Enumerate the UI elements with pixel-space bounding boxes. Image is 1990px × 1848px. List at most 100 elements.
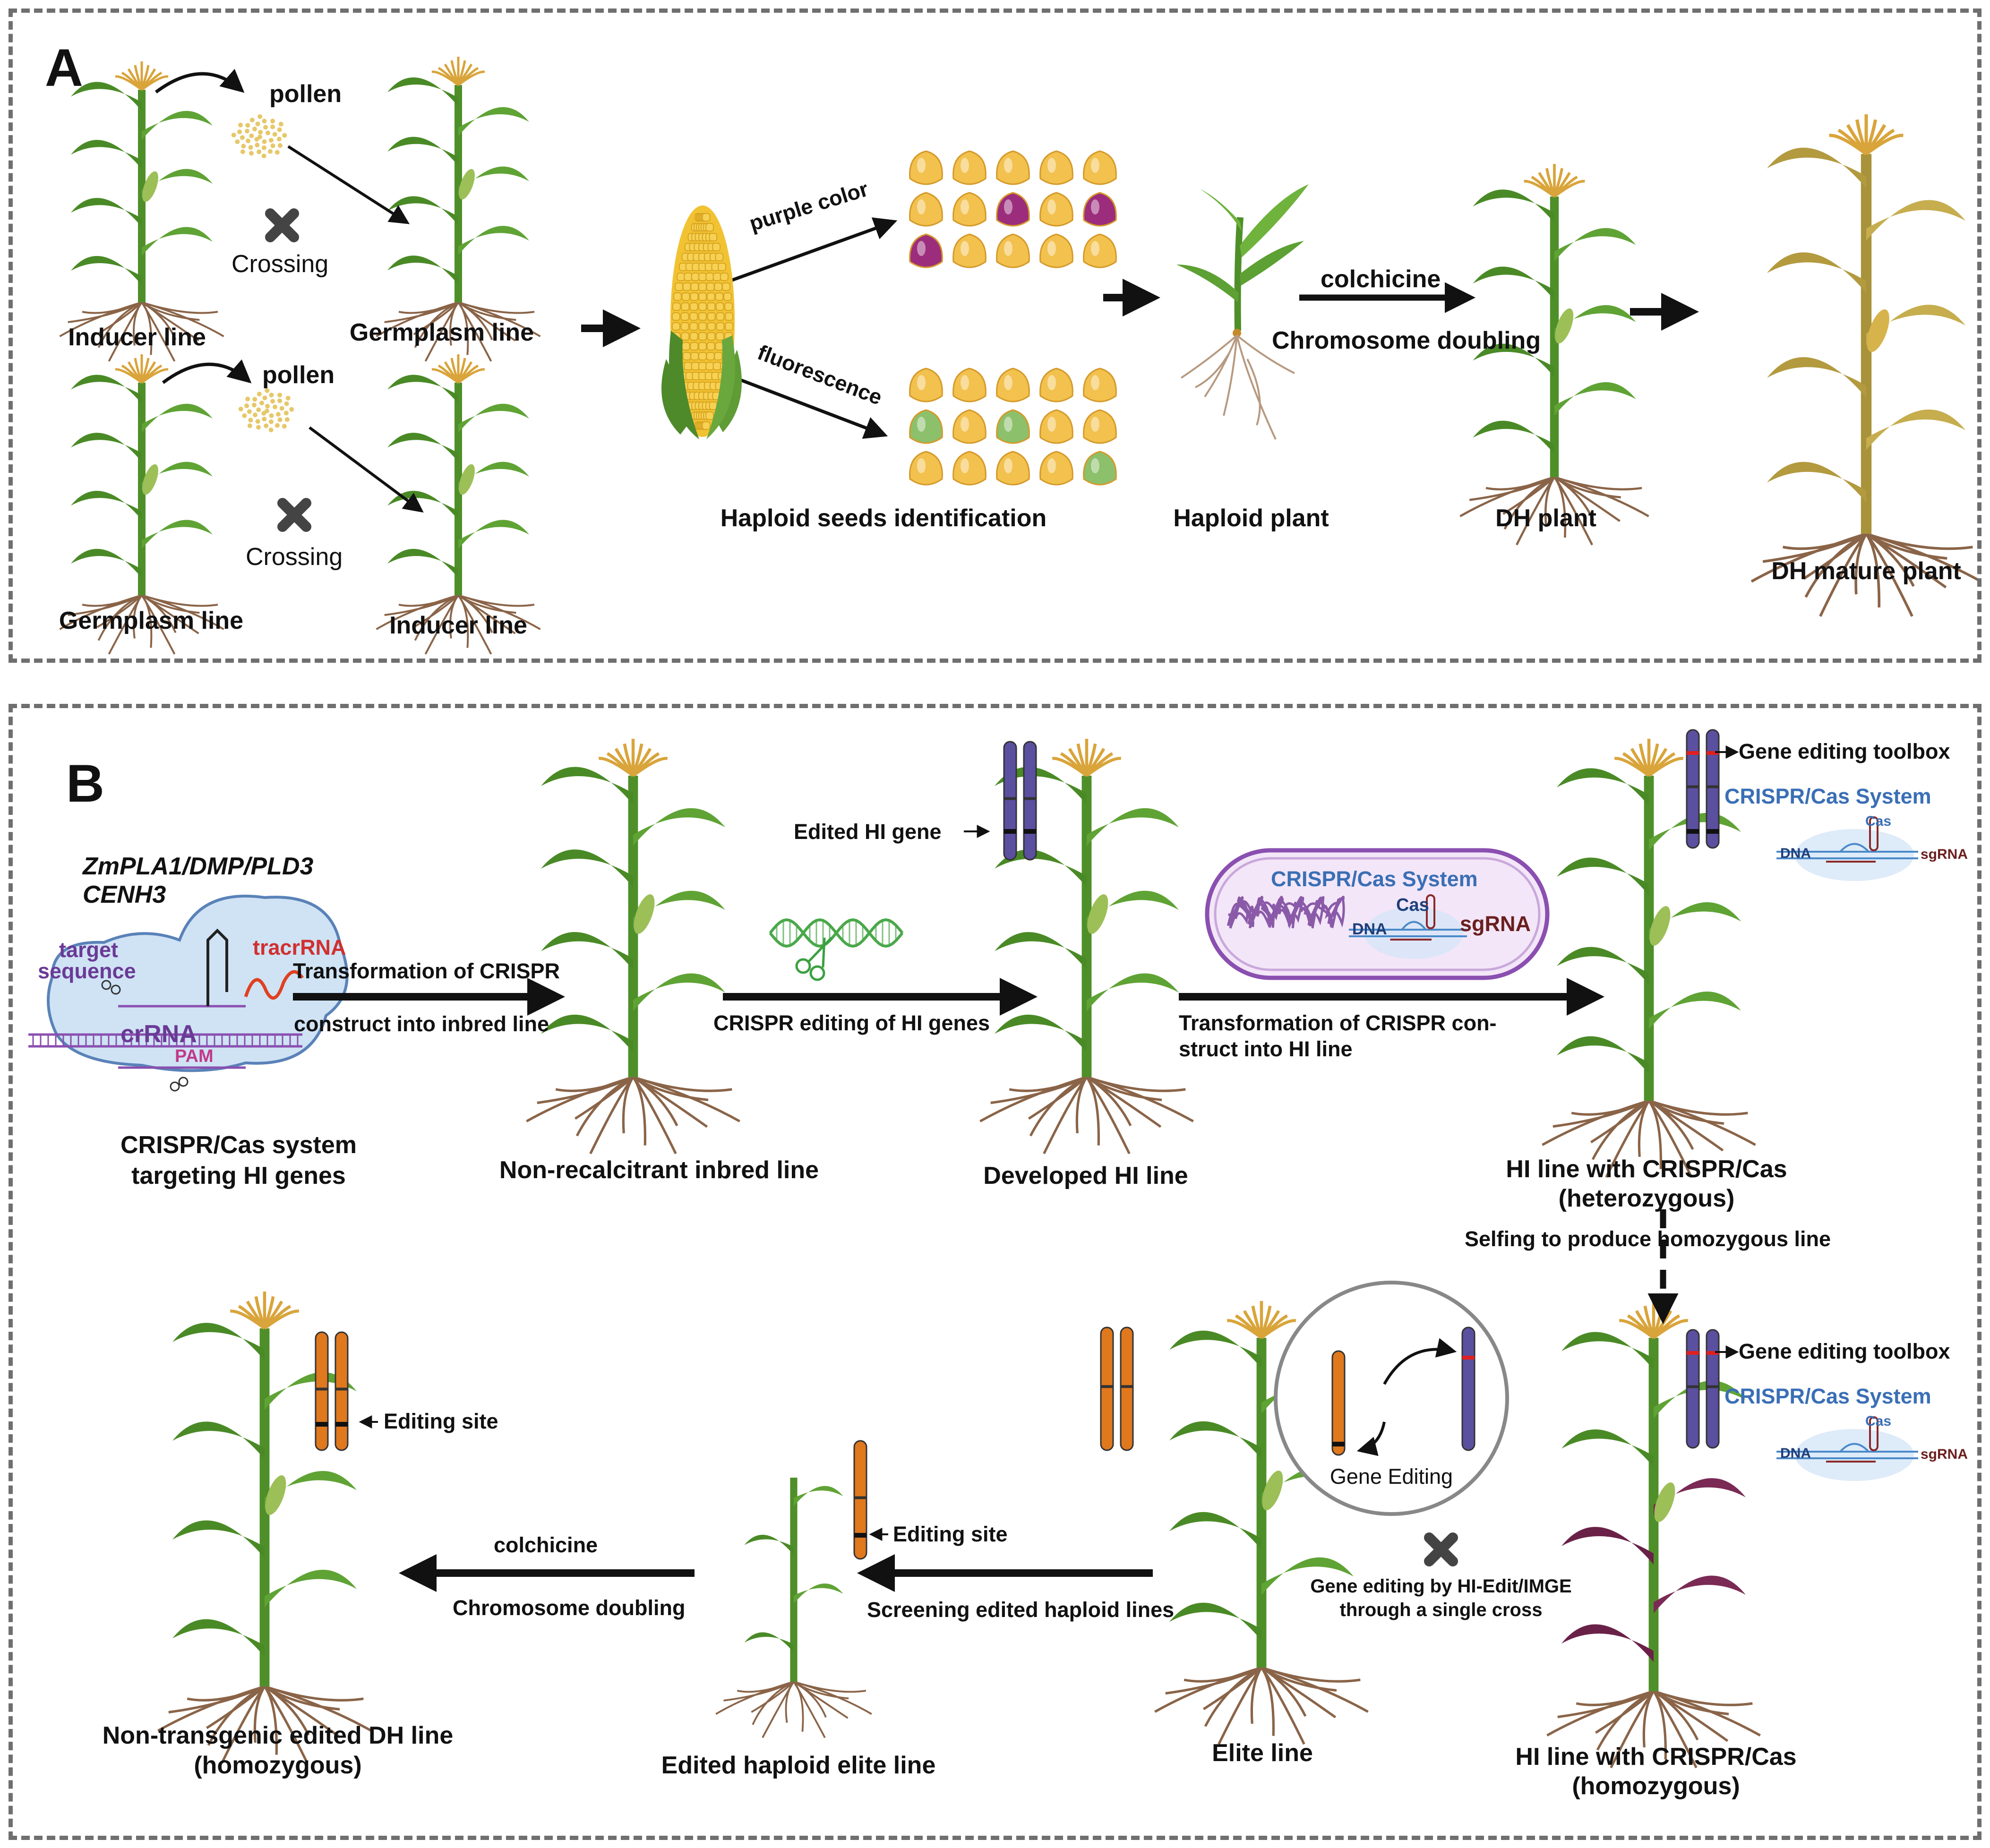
cross-icon-top xyxy=(265,208,299,242)
arrow-purple-color xyxy=(722,217,898,285)
crispr-system-label-2: targeting HI genes xyxy=(131,1162,346,1189)
panel-b-letter: B xyxy=(66,754,104,813)
seed-grid-fluorescence xyxy=(909,368,1117,486)
arrow-pollen-to-inducer xyxy=(309,426,424,513)
pollen-label-top: pollen xyxy=(269,80,342,108)
transformation-label-1: Transformation of CRISPR xyxy=(293,959,560,983)
pollen-label-bottom: pollen xyxy=(262,361,335,389)
transformation-label-2: construct into inbred line xyxy=(294,1012,549,1036)
inducer-line-top-label: Inducer line xyxy=(68,324,206,351)
plant-germplasm-bottom xyxy=(59,354,224,655)
sgrna-label-top: sgRNA xyxy=(1921,847,1968,862)
chromosome-pair-dh xyxy=(315,1331,349,1451)
panel-b-border xyxy=(9,704,1981,1840)
cell-sgrna-label: sgRNA xyxy=(1460,912,1531,936)
toolbox-label-top: Gene editing toolbox xyxy=(1739,739,1950,763)
panel-b-illustration xyxy=(28,729,1918,1769)
cross-icon-bottom xyxy=(277,498,311,532)
dna-label-top: DNA xyxy=(1780,846,1811,861)
plant-inducer-top xyxy=(59,61,224,362)
toolbox-label-bottom: Gene editing toolbox xyxy=(1739,1339,1950,1363)
scissors-icon-complex xyxy=(101,980,189,1092)
cell-title: CRISPR/Cas System xyxy=(1271,867,1478,891)
dh-plant-label: DH plant xyxy=(1495,505,1596,532)
crispr-system-label-1: CRISPR/Cas system xyxy=(120,1131,357,1159)
sgrna-label-bottom: sgRNA xyxy=(1921,1446,1968,1462)
chromosome-pair-toolbox-hom xyxy=(1686,1329,1720,1449)
selfing-label: Selfing to produce homozygous line xyxy=(1465,1227,1831,1251)
cross-icon-b xyxy=(1424,1532,1458,1566)
inducer-line-bottom-label: Inducer line xyxy=(389,612,527,639)
editing-site-mid-label: Editing site xyxy=(893,1522,1008,1546)
plant-dh xyxy=(1459,164,1649,546)
cas-label-top: Cas xyxy=(1865,813,1892,829)
panel-a-border xyxy=(9,9,1981,663)
chromosome-pair-elite xyxy=(1100,1326,1134,1451)
plant-dh-mature xyxy=(1750,114,1982,617)
dna-label-bottom: DNA xyxy=(1780,1446,1811,1461)
panel-a-illustration xyxy=(59,57,1982,655)
cell-dna-label: DNA xyxy=(1352,920,1387,938)
crossing-label-top: Crossing xyxy=(232,250,329,278)
plant-nonrecalcitrant xyxy=(526,739,740,1155)
curved-arrow-bottom xyxy=(162,359,252,384)
germplasm-line-bottom-label: Germplasm line xyxy=(59,607,244,634)
hi-het-label-2: (heterozygous) xyxy=(1558,1185,1735,1212)
cell-cas-label: Cas xyxy=(1396,895,1429,915)
haploid-plant-label: Haploid plant xyxy=(1173,505,1329,532)
edited-hi-gene-label: Edited HI gene xyxy=(794,820,942,844)
elite-line-label: Elite line xyxy=(1212,1739,1313,1767)
dna-cas-diagram-cell xyxy=(1349,894,1467,959)
arrow-pollen-to-germplasm xyxy=(287,145,410,224)
crispr-system-top-label: CRISPR/Cas System xyxy=(1724,784,1931,808)
plant-hi-hom xyxy=(1546,1301,1761,1769)
plant-developed-hi xyxy=(979,739,1194,1155)
pam-label: PAM xyxy=(175,1046,214,1066)
crispr-system-bottom-label: CRISPR/Cas System xyxy=(1724,1384,1931,1408)
plant-edited-haploid xyxy=(715,1478,872,1738)
dna-cas-diagram-top xyxy=(1776,816,1918,881)
editing-site-left-label: Editing site xyxy=(384,1409,498,1433)
plant-nontransgenic-dh xyxy=(157,1292,372,1764)
crossing-label-bottom: Crossing xyxy=(246,543,343,571)
pollen-dots-bottom xyxy=(238,388,294,433)
gene-editing-circle xyxy=(1274,1281,1509,1516)
target-genes-line1: ZmPLA1/DMP/PLD3 xyxy=(83,853,314,880)
chromosome-doubling-label-b: Chromosome doubling xyxy=(453,1596,686,1620)
target-sequence-label-2: sequence xyxy=(38,959,136,983)
chromosome-doubling-label-a: Chromosome doubling xyxy=(1272,327,1541,354)
plant-germplasm-top xyxy=(376,57,541,362)
corn-ear xyxy=(661,205,742,439)
pollen-dots-top xyxy=(231,114,287,159)
nontransgenic-label-1: Non-transgenic edited DH line xyxy=(102,1722,454,1749)
haploid-seedling xyxy=(1176,184,1309,440)
target-sequence-label-1: target xyxy=(59,938,119,962)
hi-edit-label-2: through a single cross xyxy=(1339,1600,1543,1620)
panel-a-letter: A xyxy=(45,38,83,97)
hi-het-label-1: HI line with CRISPR/Cas xyxy=(1506,1155,1787,1183)
bacterium-cell xyxy=(1205,848,1550,980)
chromosome-pair-edited-hi xyxy=(1003,741,1037,861)
curved-arrow-top xyxy=(154,68,245,94)
developed-hi-label: Developed HI line xyxy=(983,1162,1188,1189)
crispr-complex xyxy=(28,895,349,1092)
haploid-seeds-label: Haploid seeds identification xyxy=(720,505,1047,532)
crispr-editing-label: CRISPR editing of HI genes xyxy=(713,1011,990,1035)
germplasm-line-top-label: Germplasm line xyxy=(349,319,534,346)
hi-hom-label-1: HI line with CRISPR/Cas xyxy=(1515,1743,1797,1771)
hi-edit-label-1: Gene editing by HI-Edit/IMGE xyxy=(1310,1576,1572,1597)
crrna-label: crRNA xyxy=(120,1020,197,1048)
target-genes-line2: CENH3 xyxy=(83,881,166,908)
seed-grid-purple xyxy=(909,150,1117,268)
chromosome-pair-toolbox-het xyxy=(1686,729,1720,849)
transformation-hi-label-1: Transformation of CRISPR con- xyxy=(1179,1011,1497,1035)
colchicine-label-b: colchicine xyxy=(494,1533,598,1557)
dna-cas-diagram-bottom xyxy=(1776,1416,1918,1481)
nontransgenic-label-2: (homozygous) xyxy=(194,1752,362,1779)
transformation-hi-label-2: struct into HI line xyxy=(1179,1037,1353,1061)
hi-hom-label-2: (homozygous) xyxy=(1572,1772,1740,1800)
dh-mature-plant-label: DH mature plant xyxy=(1771,557,1961,585)
cas-label-bottom: Cas xyxy=(1865,1413,1892,1429)
